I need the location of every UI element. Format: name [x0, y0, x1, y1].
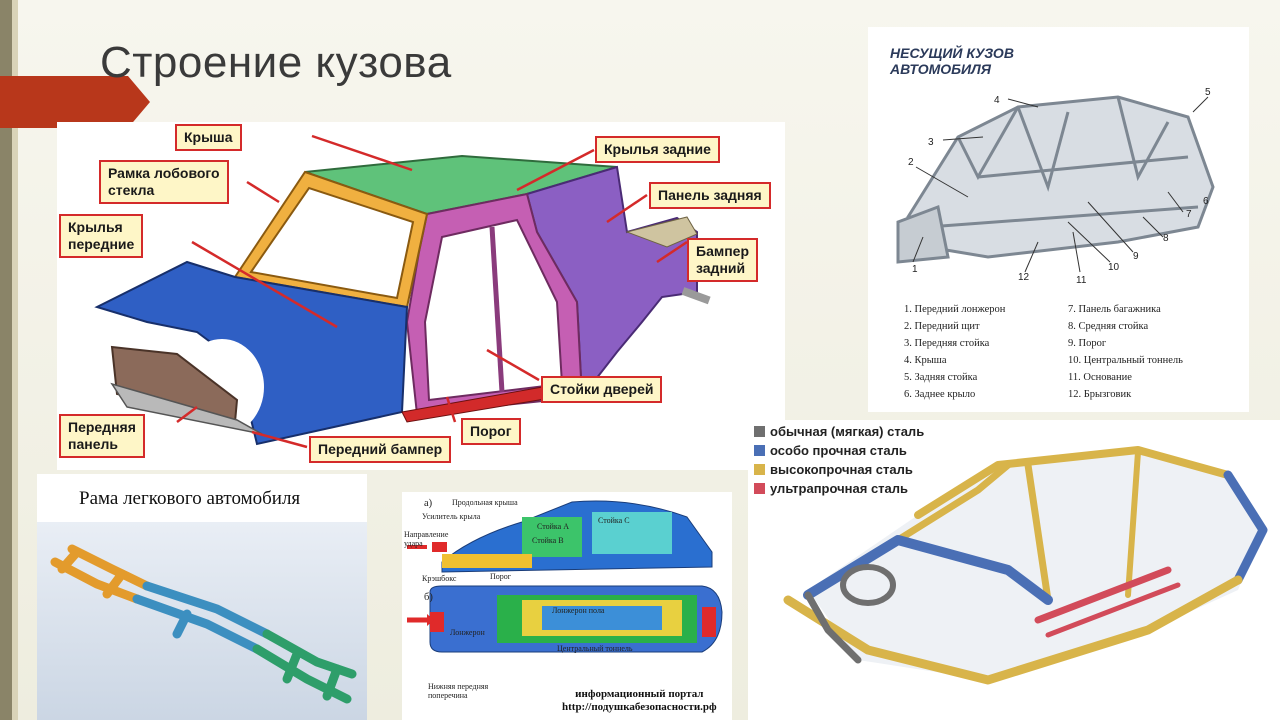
- unibody-panel: НЕСУЩИЙ КУЗОВ АВТОМОБИЛЯ 1: [868, 27, 1249, 412]
- label-roof: Крыша: [175, 124, 242, 151]
- frame-panel: Рама легкового автомобиля: [37, 474, 367, 720]
- unibody-num-1: 1: [912, 264, 918, 275]
- unibody-drawing: 1 2 3 4 5 6 7 8 9 10 11 12: [896, 87, 1215, 286]
- label-front-wings: Крылья передние: [59, 214, 144, 258]
- crash-label-b: б): [424, 592, 433, 603]
- part-item: 7. Панель багажника: [1068, 304, 1161, 315]
- part-item: 8. Средняя стойка: [1068, 321, 1149, 332]
- part-item: 6. Заднее крыло: [904, 389, 976, 400]
- steel-car-drawing: [783, 446, 1268, 685]
- part-item: 5. Задняя стойка: [904, 372, 978, 383]
- unibody-num-8: 8: [1163, 233, 1169, 244]
- slide-side-bar-light: [12, 0, 18, 720]
- unibody-num-2: 2: [908, 157, 914, 168]
- frame-drawing: [50, 544, 357, 704]
- unibody-num-6: 6: [1203, 196, 1209, 207]
- crash-label-floor-rail: Лонжерон пола: [552, 606, 605, 615]
- unibody-parts-left: 1. Передний лонжерон 2. Передний щит 3. …: [904, 301, 1005, 403]
- part-item: 4. Крыша: [904, 355, 947, 366]
- legend-item-mild-steel: обычная (мягкая) сталь: [754, 424, 924, 439]
- crash-structure-diagram: а) б) Продольная крыша Усилитель крыла Н…: [402, 492, 732, 720]
- label-sill: Порог: [461, 418, 521, 445]
- legend-item-high-strength-steel: высокопрочная сталь: [754, 462, 913, 477]
- part-item: 11. Основание: [1068, 372, 1132, 383]
- steel-types-panel: обычная (мягкая) сталь особо прочная ста…: [748, 420, 1280, 720]
- body-structure-diagram: Крыша Рамка лобового стекла Крылья перед…: [57, 122, 785, 470]
- unibody-num-4: 4: [994, 95, 1000, 106]
- legend-label: обычная (мягкая) сталь: [770, 424, 925, 439]
- crash-impact-line2: удара: [404, 539, 423, 548]
- legend-swatch: [754, 464, 765, 475]
- label-front-bumper: Передний бампер: [309, 436, 452, 463]
- label-front-wings-line1: Крылья: [68, 219, 123, 235]
- label-rear-wings: Крылья задние: [595, 136, 720, 163]
- legend-swatch: [754, 426, 765, 437]
- part-item: 10. Центральный тоннель: [1068, 355, 1183, 366]
- label-front-panel: Передняя панель: [59, 414, 145, 458]
- crash-label-pillar-b: Стойка В: [532, 536, 564, 545]
- crash-label-pillar-a: Стойка А: [537, 522, 569, 531]
- slide-side-bar: [0, 0, 12, 720]
- label-windshield-frame: Рамка лобового стекла: [99, 160, 229, 204]
- crash-drawing: [407, 500, 723, 653]
- label-rear-panel: Панель задняя: [649, 182, 771, 209]
- part-item: 1. Передний лонжерон: [904, 304, 1006, 315]
- label-rear-bumper: Бампер задний: [687, 238, 758, 282]
- legend-swatch: [754, 445, 765, 456]
- frame-caption: Рама легкового автомобиля: [79, 488, 301, 509]
- unibody-parts-right: 7. Панель багажника 8. Средняя стойка 9.…: [1068, 301, 1183, 403]
- label-rear-bumper-line2: задний: [696, 260, 746, 276]
- unibody-num-3: 3: [928, 137, 934, 148]
- unibody-num-5: 5: [1205, 87, 1211, 98]
- label-door-pillars: Стойки дверей: [541, 376, 663, 403]
- unibody-num-7: 7: [1186, 209, 1192, 220]
- unibody-num-11: 11: [1076, 275, 1087, 286]
- crash-impact-line1: Направление: [404, 530, 449, 539]
- crash-label-pillar-c: Стойка С: [598, 516, 630, 525]
- title-accent-arrow: [0, 76, 150, 128]
- unibody-heading-line2: АВТОМОБИЛЯ: [890, 61, 991, 77]
- legend-label: высокопрочная сталь: [770, 462, 913, 477]
- portal-line1: информационный портал: [575, 688, 704, 700]
- unibody-num-10: 10: [1108, 262, 1120, 273]
- crash-portal-credit: информационный портал http://подушкабезо…: [562, 688, 717, 714]
- label-front-panel-line1: Передняя: [68, 419, 136, 435]
- crash-label-roof-rail: Продольная крыша: [452, 498, 518, 507]
- label-front-panel-line2: панель: [68, 436, 118, 452]
- legend-item-extra-strong-steel: особо прочная сталь: [754, 443, 907, 458]
- car-body-drawing: [94, 134, 711, 449]
- legend-swatch: [754, 483, 765, 494]
- crash-label-tunnel: Центральный тоннель: [557, 644, 633, 653]
- portal-line2: http://подушкабезопасности.рф: [562, 701, 717, 713]
- crash-label-impact-direction: Направление удара: [404, 530, 448, 548]
- part-item: 3. Передняя стойка: [904, 338, 990, 349]
- label-windshield-frame-line2: стекла: [108, 182, 155, 198]
- label-windshield-frame-line1: Рамка лобового: [108, 165, 220, 181]
- unibody-num-9: 9: [1133, 251, 1139, 262]
- unibody-heading: НЕСУЩИЙ КУЗОВ АВТОМОБИЛЯ: [890, 45, 1014, 77]
- label-front-wings-line2: передние: [68, 236, 135, 252]
- crash-label-longeron: Лонжерон: [450, 628, 485, 637]
- crash-label-reinforcement: Усилитель крыла: [422, 512, 481, 521]
- slide-title: Строение кузова: [100, 38, 452, 87]
- legend-label: особо прочная сталь: [770, 443, 907, 458]
- part-item: 2. Передний щит: [904, 321, 980, 332]
- crash-label-sill: Порог: [490, 572, 512, 581]
- label-rear-bumper-line1: Бампер: [696, 243, 749, 259]
- crash-label-crashbox: Крэшбокс: [422, 574, 457, 583]
- crash-lower-line1: Нижняя передняя: [428, 682, 489, 691]
- crash-label-a: а): [424, 498, 433, 509]
- legend-item-ultra-strong-steel: ультрапрочная сталь: [754, 481, 908, 496]
- part-item: 9. Порог: [1068, 338, 1107, 349]
- crash-lower-line2: поперечина: [428, 691, 468, 700]
- unibody-num-12: 12: [1018, 272, 1030, 283]
- crash-label-lower-cross: Нижняя передняя поперечина: [428, 682, 488, 700]
- part-item: 12. Брызговик: [1068, 389, 1132, 400]
- legend-label: ультрапрочная сталь: [770, 481, 909, 496]
- unibody-heading-line1: НЕСУЩИЙ КУЗОВ: [890, 45, 1014, 61]
